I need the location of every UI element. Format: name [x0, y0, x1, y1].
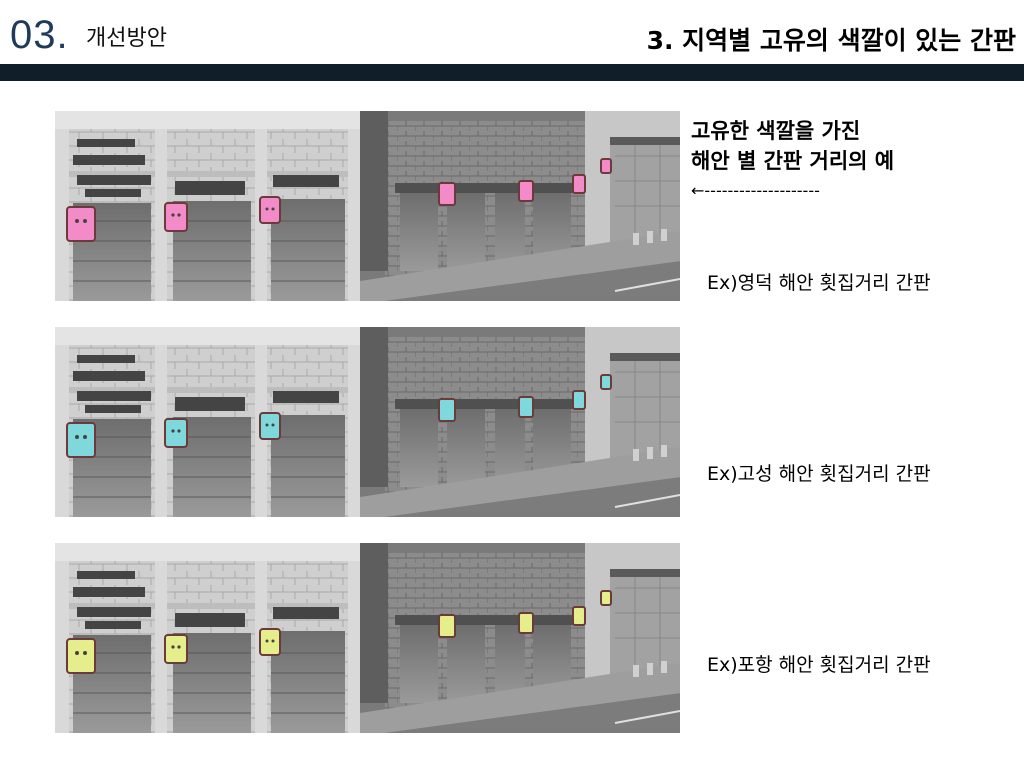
colored-signboard	[66, 422, 96, 458]
street-illustration	[55, 111, 680, 301]
header-bar	[0, 64, 1024, 81]
colored-signboard	[438, 182, 456, 206]
colored-signboard	[66, 638, 96, 674]
slide-number: 03.	[10, 13, 69, 57]
colored-signboard	[259, 412, 281, 440]
colored-signboard	[164, 418, 188, 448]
colored-signboard	[259, 628, 281, 656]
colored-signboard	[518, 396, 534, 418]
colored-signboard	[572, 390, 586, 410]
street-illustration	[55, 327, 680, 517]
caption-goseong: Ex)고성 해안 횟집거리 간판	[707, 463, 931, 485]
colored-signboard	[600, 590, 612, 606]
colored-signboard	[164, 634, 188, 664]
colored-signboard	[518, 612, 534, 634]
colored-signboard	[164, 202, 188, 232]
colored-signboard	[572, 174, 586, 194]
colored-signboard	[600, 158, 612, 174]
section-name: 개선방안	[86, 26, 167, 51]
colored-signboard	[438, 614, 456, 638]
street-sign-rendering-2	[55, 327, 680, 517]
colored-signboard	[518, 180, 534, 202]
colored-signboard	[600, 374, 612, 390]
slide-title: 3. 지역별 고유의 색깔이 있는 간판	[646, 26, 1016, 55]
colored-signboard	[259, 196, 281, 224]
street-illustration	[55, 543, 680, 733]
colored-signboard	[438, 398, 456, 422]
caption-pohang: Ex)포항 해안 횟집거리 간판	[707, 654, 931, 676]
caption-yeongdeok: Ex)영덕 해안 횟집거리 간판	[707, 272, 931, 294]
colored-signboard	[66, 206, 96, 242]
street-sign-rendering-1	[55, 111, 680, 301]
left-arrow: ←--------------------	[691, 181, 820, 200]
colored-signboard	[572, 606, 586, 626]
callout-text: 고유한 색깔을 가진 해안 별 간판 거리의 예	[691, 116, 894, 176]
callout-line-1: 고유한 색깔을 가진	[691, 119, 861, 143]
street-sign-rendering-3	[55, 543, 680, 733]
callout-line-2: 해안 별 간판 거리의 예	[691, 149, 895, 173]
